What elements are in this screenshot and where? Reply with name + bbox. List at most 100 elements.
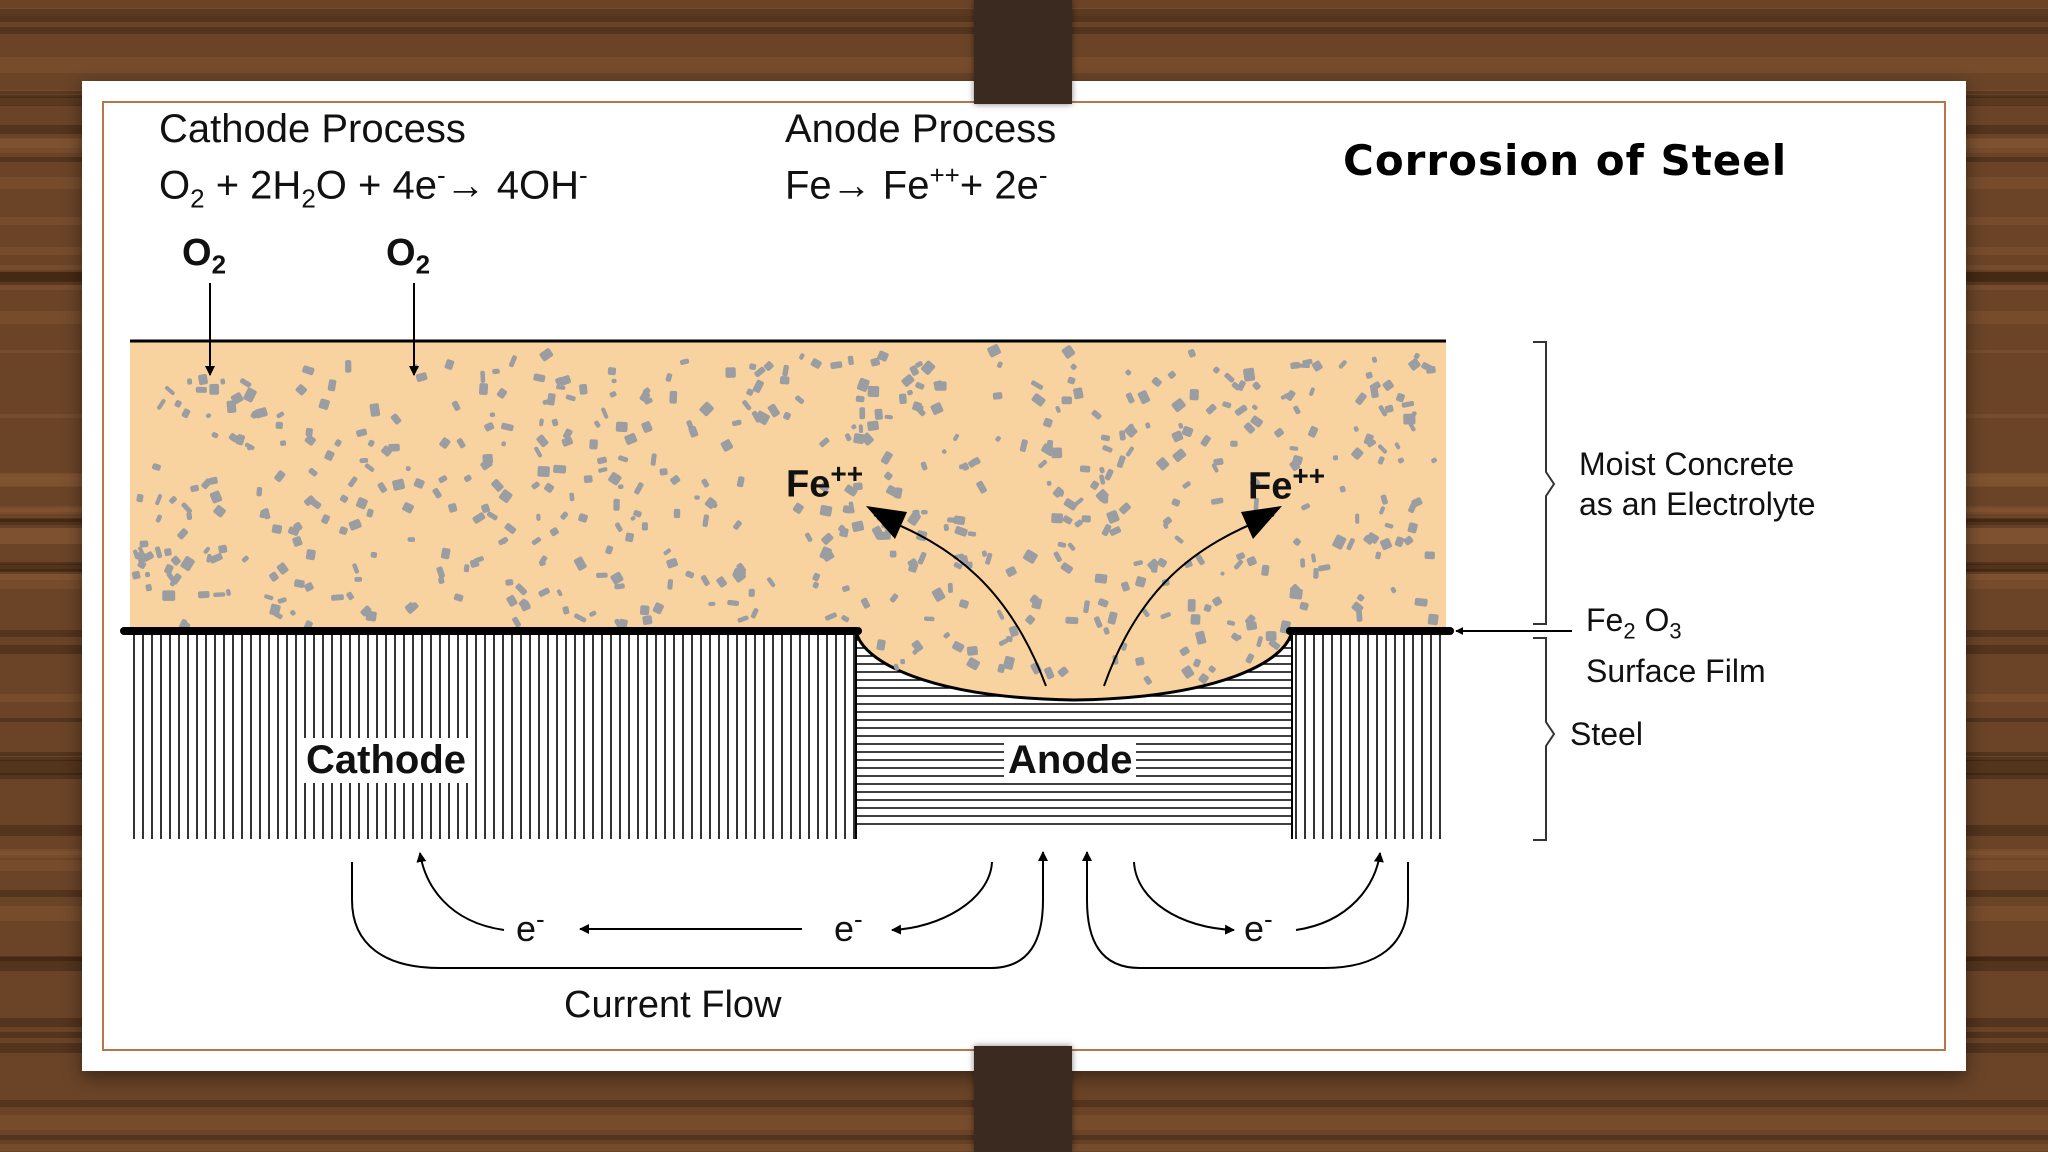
aggregate-fleck xyxy=(853,433,865,445)
aggregate-fleck xyxy=(1395,393,1405,403)
aggregate-fleck xyxy=(563,428,573,440)
aggregate-fleck xyxy=(733,520,742,530)
aggregate-fleck xyxy=(1025,614,1036,625)
aggregate-fleck xyxy=(537,465,550,477)
aggregate-fleck xyxy=(352,563,360,574)
aggregate-fleck xyxy=(256,486,263,497)
aggregate-fleck xyxy=(966,657,980,671)
aggregate-fleck xyxy=(878,531,891,541)
aggregate-fleck xyxy=(1133,560,1143,567)
aggregate-fleck xyxy=(615,421,628,433)
aggregate-fleck xyxy=(501,441,507,447)
aggregate-fleck xyxy=(132,549,140,560)
aggregate-fleck xyxy=(921,509,928,515)
aggregate-fleck xyxy=(851,424,857,430)
aggregate-fleck xyxy=(1309,387,1315,396)
aggregate-fleck xyxy=(1332,534,1347,550)
aggregate-fleck xyxy=(1224,372,1235,383)
aggregate-fleck xyxy=(1382,379,1394,391)
aggregate-fleck xyxy=(1407,522,1418,534)
aggregate-fleck xyxy=(1256,636,1263,648)
aggregate-fleck xyxy=(1038,459,1048,469)
aggregate-fleck xyxy=(486,511,498,521)
aggregate-fleck xyxy=(1213,458,1224,466)
cathode-region-left xyxy=(130,631,856,839)
brace-steel xyxy=(1533,637,1556,841)
aggregate-fleck xyxy=(1101,524,1112,537)
aggregate-fleck xyxy=(1119,430,1126,441)
aggregate-fleck xyxy=(1100,434,1111,442)
aggregate-fleck xyxy=(732,569,746,583)
aggregate-fleck xyxy=(819,437,830,448)
aggregate-fleck xyxy=(893,663,900,671)
aggregate-fleck xyxy=(1152,377,1158,383)
aggregate-fleck xyxy=(884,471,893,481)
aggregate-fleck xyxy=(390,413,402,425)
aggregate-fleck xyxy=(162,590,176,601)
aggregate-fleck xyxy=(339,494,349,503)
label-base: O xyxy=(182,232,212,274)
aggregate-fleck xyxy=(1231,382,1241,391)
aggregate-fleck xyxy=(438,577,445,584)
eq-text: O + 4e xyxy=(315,163,437,208)
aggregate-fleck xyxy=(907,389,913,396)
aggregate-fleck xyxy=(504,523,517,534)
aggregate-fleck xyxy=(1346,538,1355,551)
aggregate-fleck xyxy=(197,590,210,599)
steel-label: Steel xyxy=(1570,716,1643,752)
aggregate-fleck xyxy=(941,449,947,454)
aggregate-fleck xyxy=(1179,646,1190,656)
aggregate-fleck xyxy=(748,588,755,597)
aggregate-fleck xyxy=(877,350,889,362)
aggregate-fleck xyxy=(1178,422,1184,429)
aggregate-fleck xyxy=(209,490,223,504)
aggregate-fleck xyxy=(641,421,653,433)
aggregate-fleck xyxy=(830,361,843,369)
aggregate-fleck xyxy=(720,439,734,452)
aggregate-fleck xyxy=(392,478,406,491)
aggregate-fleck xyxy=(859,407,866,420)
aggregate-fleck xyxy=(673,508,681,519)
aggregate-fleck xyxy=(666,558,678,569)
aggregate-fleck xyxy=(556,589,563,597)
aggregate-fleck xyxy=(1065,616,1079,625)
aggregate-fleck xyxy=(292,536,303,547)
aggregate-fleck xyxy=(1280,392,1290,400)
eq-superscript: - xyxy=(579,160,588,190)
aggregate-fleck xyxy=(136,493,144,503)
eq-text: Fe→ Fe xyxy=(785,163,930,208)
aggregate-fleck xyxy=(1097,598,1109,608)
aggregate-fleck xyxy=(701,478,710,488)
aggregate-fleck xyxy=(1103,627,1110,635)
aggregate-fleck xyxy=(402,502,414,514)
aggregate-fleck xyxy=(1351,447,1364,460)
aggregate-fleck xyxy=(478,383,489,395)
aggregate-fleck xyxy=(155,494,163,506)
aggregate-fleck xyxy=(155,514,162,523)
aggregate-fleck xyxy=(767,577,776,588)
aggregate-fleck xyxy=(1289,446,1299,451)
aggregate-fleck xyxy=(440,547,451,560)
aggregate-fleck xyxy=(618,455,629,463)
aggregate-fleck xyxy=(1135,576,1147,588)
aggregate-fleck xyxy=(930,402,944,415)
aggregate-fleck xyxy=(1332,455,1339,461)
aggregate-fleck xyxy=(1200,435,1211,447)
aggregate-fleck xyxy=(605,545,614,555)
ion-arrowhead-left xyxy=(866,506,907,539)
ion-label-right: Fe++ xyxy=(1248,460,1325,509)
aggregate-fleck xyxy=(318,398,330,410)
aggregate-fleck xyxy=(630,516,636,521)
cathode-equation: O2 + 2H2O + 4e-→ 4OH- xyxy=(159,152,588,221)
aggregate-fleck xyxy=(413,478,425,489)
aggregate-fleck xyxy=(1427,613,1439,626)
aggregate-fleck xyxy=(1403,413,1416,425)
aggregate-fleck xyxy=(1008,625,1019,637)
anode-label: Anode xyxy=(1004,738,1137,783)
aggregate-fleck xyxy=(1060,562,1073,574)
aggregate-fleck xyxy=(1397,457,1405,464)
label-base: e xyxy=(1244,908,1265,949)
label-superscript: - xyxy=(1264,904,1273,934)
aggregate-fleck xyxy=(538,587,550,597)
aggregate-fleck xyxy=(539,348,554,362)
